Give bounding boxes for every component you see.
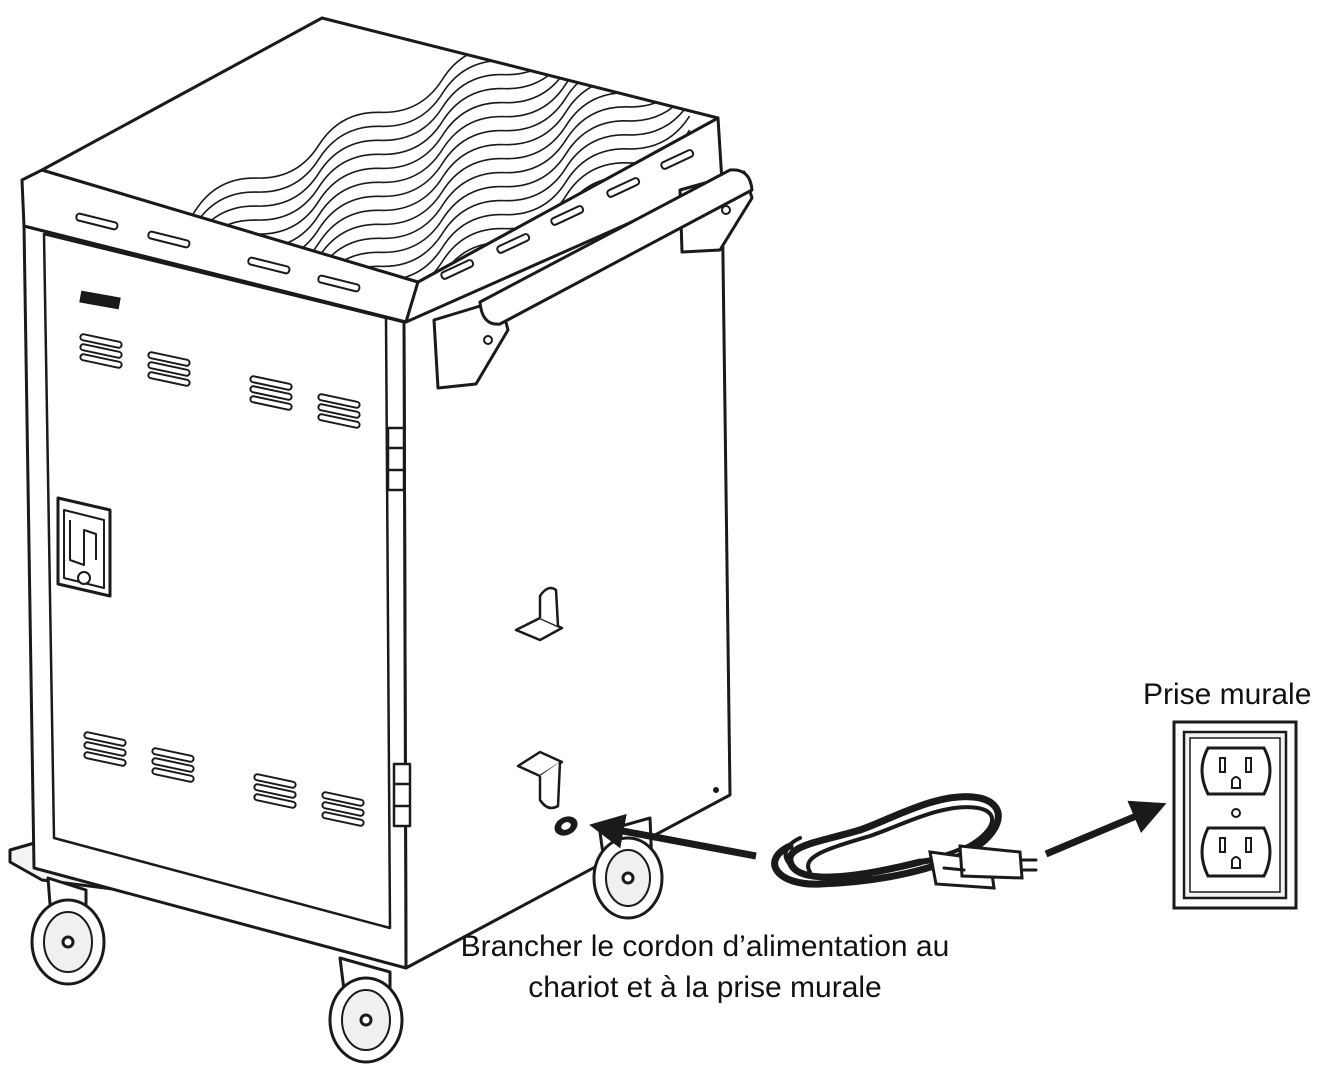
wall-outlet: [1172, 720, 1298, 910]
instruction-line-1: Brancher le cordon d’alimentation au: [460, 930, 950, 963]
door-latch-lock: [56, 496, 112, 598]
cart-vents-lower: [83, 731, 365, 827]
cart-push-handle: [432, 168, 754, 390]
outlet-label: Prise murale: [1143, 678, 1312, 711]
cord-plug-ends: [928, 844, 1038, 890]
caster-front-left: [30, 876, 106, 986]
arrow-to-cart: [589, 813, 757, 860]
cart-top-side-slots: [440, 149, 695, 280]
side-screw: [713, 787, 719, 793]
cart-top-front-slots: [75, 212, 361, 293]
cart-top-surface: [40, 16, 720, 284]
brand-logo: [79, 290, 121, 310]
cart-door: [42, 232, 392, 930]
arrow-to-outlet: [1044, 800, 1167, 858]
outlet-receptacle-top: [1200, 746, 1272, 796]
power-cord: [771, 793, 1038, 890]
cart-power-inlet: [554, 816, 578, 836]
door-hinges: [386, 426, 412, 828]
caster-front-right: [328, 956, 404, 1064]
side-cable-hooks: [514, 586, 564, 810]
charging-cart: [8, 16, 754, 1064]
outlet-receptacle-bottom: [1200, 826, 1272, 878]
instruction-line-2: chariot et à la prise murale: [528, 971, 882, 1004]
outlet-center-screw: [1231, 808, 1241, 818]
cart-vents-upper: [79, 333, 361, 429]
